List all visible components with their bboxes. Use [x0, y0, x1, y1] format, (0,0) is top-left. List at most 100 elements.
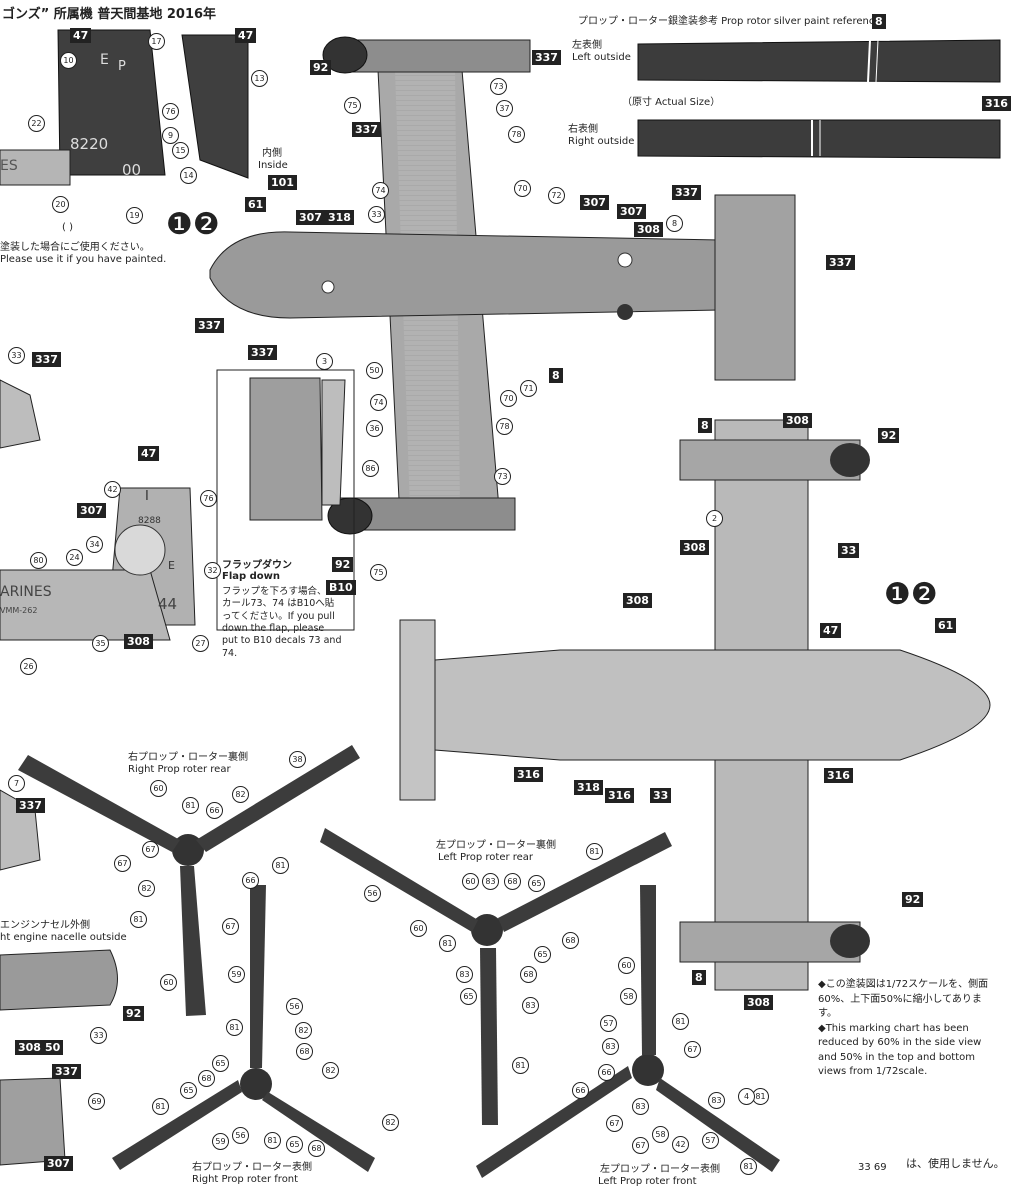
decal-callout-circle: 82: [138, 880, 155, 897]
painted-note-jp: 塗装した場合にご使用ください。: [0, 242, 150, 253]
version-badge-top: ❶❷: [166, 207, 220, 242]
decal-callout-box: 8: [698, 418, 712, 433]
decal-callout-circle: 69: [88, 1093, 105, 1110]
decal-callout-circle: 82: [295, 1022, 312, 1039]
version-badge-bottom: ❶❷: [884, 577, 938, 612]
left-prop-rotor-rear: [320, 828, 672, 1125]
decal-callout-box: 308: [623, 593, 652, 608]
decal-callout-circle: 60: [160, 974, 177, 991]
decal-callout-circle: 81: [752, 1088, 769, 1105]
right-prop-rotor-rear: [18, 745, 360, 1016]
tail-side-view-a: [0, 29, 166, 186]
painted-note-paren: ( ): [62, 222, 73, 233]
fuselage-squadron-text: VMM-262: [0, 606, 38, 615]
decal-callout-circle: 27: [192, 635, 209, 652]
decal-callout-box: 92: [310, 60, 332, 75]
fuselage-marines-text: ARINES: [0, 584, 52, 600]
decal-callout-circle: 14: [180, 167, 197, 184]
decal-callout-circle: 15: [172, 142, 189, 159]
decal-callout-box: 8: [872, 14, 886, 29]
tail-letter-p: P: [118, 59, 126, 74]
decal-callout-circle: 83: [522, 997, 539, 1014]
decal-callout-circle: 70: [500, 390, 517, 407]
decal-callout-circle: 74: [372, 182, 389, 199]
fuselage-partial-left: [0, 379, 118, 1166]
right-prop-front-jp: 右プロップ・ローター表側: [192, 1162, 312, 1173]
decal-callout-circle: 10: [60, 52, 77, 69]
tail-c-letter-e: E: [168, 559, 175, 572]
decal-callout-circle: 81: [672, 1013, 689, 1030]
decal-callout-circle: 65: [534, 946, 551, 963]
decal-callout-circle: 7: [8, 775, 25, 792]
tail-letter-e: E: [100, 52, 109, 68]
decal-callout-circle: 66: [598, 1064, 615, 1081]
prop-ref-right-jp: 右表側: [568, 124, 598, 135]
right-prop-front-en: Right Prop roter front: [192, 1174, 299, 1185]
decal-callout-circle: 68: [504, 873, 521, 890]
decal-callout-circle: 60: [410, 920, 427, 937]
decal-callout-box: 337: [248, 345, 277, 360]
right-prop-rotor-front: [112, 885, 375, 1172]
decal-callout-circle: 26: [20, 658, 37, 675]
decal-callout-circle: 81: [182, 797, 199, 814]
inside-label-jp: 内側: [262, 148, 282, 159]
decal-callout-circle: 60: [150, 780, 167, 797]
decal-callout-box: 308: [680, 540, 709, 555]
decal-callout-box: 33: [838, 543, 860, 558]
decal-callout-box: 316: [982, 96, 1011, 111]
painted-note-en: Please use it if you have painted.: [0, 254, 167, 265]
decal-callout-circle: 57: [702, 1132, 719, 1149]
decal-callout-circle: 81: [439, 935, 456, 952]
decal-callout-circle: 74: [370, 394, 387, 411]
prop-ref-right-en: Right outside: [568, 136, 635, 147]
fuselage-letters-es: ES: [0, 158, 18, 174]
decal-callout-circle: 56: [232, 1127, 249, 1144]
decal-callout-box: 307: [296, 210, 325, 225]
decal-callout-box: 92: [878, 428, 900, 443]
decal-callout-circle: 17: [148, 33, 165, 50]
tail-number-8220: 8220: [70, 135, 109, 153]
nacelle-label-en: ht engine nacelle outside: [0, 932, 127, 943]
decal-callout-circle: 60: [618, 957, 635, 974]
decal-callout-circle: 65: [286, 1136, 303, 1153]
decal-callout-circle: 65: [180, 1082, 197, 1099]
decal-callout-circle: 67: [142, 841, 159, 858]
unused-decal-numbers: 33 69: [858, 1162, 887, 1173]
tail-c-letter-i: I: [145, 489, 149, 504]
decal-callout-circle: 66: [206, 802, 223, 819]
decal-callout-box: 337: [195, 318, 224, 333]
decal-callout-circle: 72: [548, 187, 565, 204]
decal-callout-circle: 81: [512, 1057, 529, 1074]
decal-callout-circle: 65: [212, 1055, 229, 1072]
decal-callout-box: 316: [605, 788, 634, 803]
inside-label-en: Inside: [258, 160, 288, 171]
decal-callout-circle: 83: [708, 1092, 725, 1109]
prop-ref-blade-left: [637, 39, 1001, 83]
decal-callout-circle: 37: [496, 100, 513, 117]
decal-callout-circle: 81: [264, 1132, 281, 1149]
decal-callout-circle: 75: [344, 97, 361, 114]
decal-callout-circle: 83: [456, 966, 473, 983]
decal-callout-circle: 81: [740, 1158, 757, 1175]
decal-callout-circle: 33: [368, 206, 385, 223]
decal-callout-circle: 34: [86, 536, 103, 553]
flap-caption: フラップダウン Flap down: [222, 556, 292, 582]
decal-callout-circle: 66: [572, 1082, 589, 1099]
decal-callout-circle: 42: [672, 1136, 689, 1153]
scale-note-en: ◆This marking chart has been reduced by …: [818, 1022, 982, 1078]
decal-callout-circle: 86: [362, 460, 379, 477]
decal-callout-circle: 66: [242, 872, 259, 889]
prop-ref-left-jp: 左表側: [572, 40, 602, 51]
decal-callout-circle: 33: [90, 1027, 107, 1044]
decal-callout-box: 307: [617, 204, 646, 219]
decal-callout-box: 101: [268, 175, 297, 190]
flap-detail-inset: [216, 369, 355, 631]
decal-callout-circle: 4: [738, 1088, 755, 1105]
decal-callout-circle: 81: [586, 843, 603, 860]
decal-callout-circle: 81: [152, 1098, 169, 1115]
decal-callout-circle: 82: [382, 1114, 399, 1131]
decal-callout-box: 61: [245, 197, 267, 212]
tail-c-number-44: 44: [158, 595, 178, 613]
decal-callout-circle: 42: [104, 481, 121, 498]
